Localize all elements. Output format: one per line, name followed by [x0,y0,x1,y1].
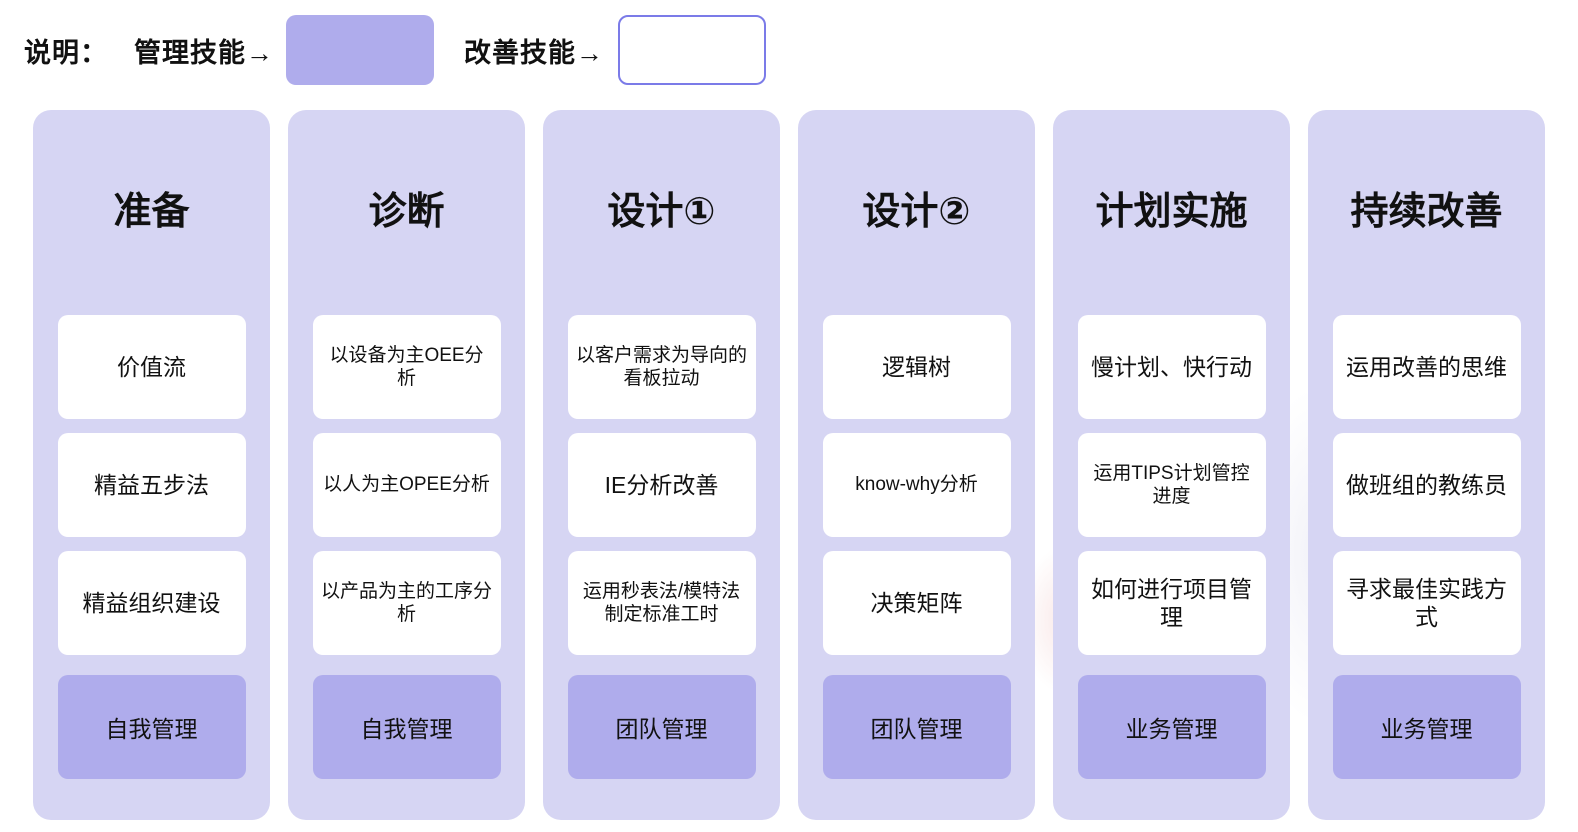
stage-column-title: 准备 [113,191,190,233]
skill-card-slot: 做班组的教练员 [1332,433,1521,537]
management-skill-chip[interactable]: 团队管理 [822,675,1011,779]
skill-card[interactable]: IE分析改善 [567,433,756,537]
skill-card[interactable]: 慢计划、快行动 [1077,315,1266,419]
skill-card-slot: 如何进行项目管理 [1077,551,1266,655]
legend-management-term: 管理技能→ [134,37,274,68]
skill-card[interactable]: 逻辑树 [822,315,1011,419]
skill-card[interactable]: 精益五步法 [57,433,246,537]
skill-card[interactable]: 运用改善的思维 [1332,315,1521,419]
stage-column: 准备价值流精益五步法精益组织建设自我管理 [33,110,270,820]
stage-column: 持续改善运用改善的思维做班组的教练员寻求最佳实践方式业务管理 [1308,110,1545,820]
skill-card-slot: 以客户需求为导向的看板拉动 [567,315,756,419]
skill-card-list: 慢计划、快行动运用TIPS计划管控进度如何进行项目管理 [1077,315,1266,655]
skill-card[interactable]: 精益组织建设 [57,551,246,655]
skill-card[interactable]: 寻求最佳实践方式 [1332,551,1521,655]
skill-card[interactable]: 运用TIPS计划管控进度 [1077,433,1266,537]
skill-card-slot: 以人为主OPEE分析 [312,433,501,537]
stage-column-title: 诊断 [368,191,445,233]
management-skill-chip[interactable]: 业务管理 [1077,675,1266,779]
skill-card-list: 以客户需求为导向的看板拉动 IE分析改善运用秒表法/模特法制定标准工时 [567,315,756,655]
stage-column: 诊断以设备为主OEE分析以人为主OPEE分析以产品为主的工序分析自我管理 [288,110,525,820]
management-skill-chip[interactable]: 业务管理 [1332,675,1521,779]
skill-card-slot: 以产品为主的工序分析 [312,551,501,655]
stage-column: 设计② 逻辑树 know-why分析决策矩阵团队管理 [798,110,1035,820]
management-skill-chip[interactable]: 自我管理 [312,675,501,779]
skill-card-slot: 价值流 [57,315,246,419]
skill-card[interactable]: 以产品为主的工序分析 [312,551,501,655]
skill-card[interactable]: 做班组的教练员 [1332,433,1521,537]
skill-card-list: 价值流精益五步法精益组织建设 [57,315,246,655]
legend-improvement-term: 改善技能→ [464,37,604,68]
skill-card-slot: 慢计划、快行动 [1077,315,1266,419]
skill-card[interactable]: 决策矩阵 [822,551,1011,655]
skill-card-slot: know-why分析 [822,433,1011,537]
skill-card[interactable]: 以客户需求为导向的看板拉动 [567,315,756,419]
skill-card[interactable]: 以人为主OPEE分析 [312,433,501,537]
stage-column: 设计① 以客户需求为导向的看板拉动 IE分析改善运用秒表法/模特法制定标准工时团队管… [543,110,780,820]
skill-card-slot: 逻辑树 [822,315,1011,419]
stage-column-title: 计划实施 [1095,191,1248,233]
skill-card[interactable]: 以设备为主OEE分析 [312,315,501,419]
skill-card-slot: 运用秒表法/模特法制定标准工时 [567,551,756,655]
skill-card-slot: 运用TIPS计划管控进度 [1077,433,1266,537]
skill-card-list: 逻辑树 know-why分析决策矩阵 [822,315,1011,655]
skill-card[interactable]: 如何进行项目管理 [1077,551,1266,655]
skill-card-slot: 寻求最佳实践方式 [1332,551,1521,655]
stage-column-title: 持续改善 [1350,191,1503,233]
stage-columns-board: 准备价值流精益五步法精益组织建设自我管理诊断以设备为主OEE分析以人为主OPEE… [33,110,1545,820]
skill-card-slot: 精益组织建设 [57,551,246,655]
skill-card-list: 运用改善的思维做班组的教练员寻求最佳实践方式 [1332,315,1521,655]
management-skill-chip[interactable]: 自我管理 [57,675,246,779]
stage-column-title: 设计① [607,191,716,233]
skill-card[interactable]: 价值流 [57,315,246,419]
legend-improvement-swatch [618,15,766,85]
stage-column-title: 设计② [862,191,971,233]
skill-card-slot: IE分析改善 [567,433,756,537]
skill-card-slot: 以设备为主OEE分析 [312,315,501,419]
stage-column: 计划实施慢计划、快行动运用TIPS计划管控进度如何进行项目管理业务管理 [1053,110,1290,820]
legend-label: 说明： [24,37,108,68]
skill-card-list: 以设备为主OEE分析以人为主OPEE分析以产品为主的工序分析 [312,315,501,655]
skill-card-slot: 决策矩阵 [822,551,1011,655]
skill-card[interactable]: 运用秒表法/模特法制定标准工时 [567,551,756,655]
legend-management-swatch [286,15,434,85]
management-skill-chip[interactable]: 团队管理 [567,675,756,779]
skill-card-slot: 运用改善的思维 [1332,315,1521,419]
skill-card-slot: 精益五步法 [57,433,246,537]
skill-card[interactable]: know-why分析 [822,433,1011,537]
legend-row: 说明： 管理技能→ 改善技能→ [0,0,1578,100]
